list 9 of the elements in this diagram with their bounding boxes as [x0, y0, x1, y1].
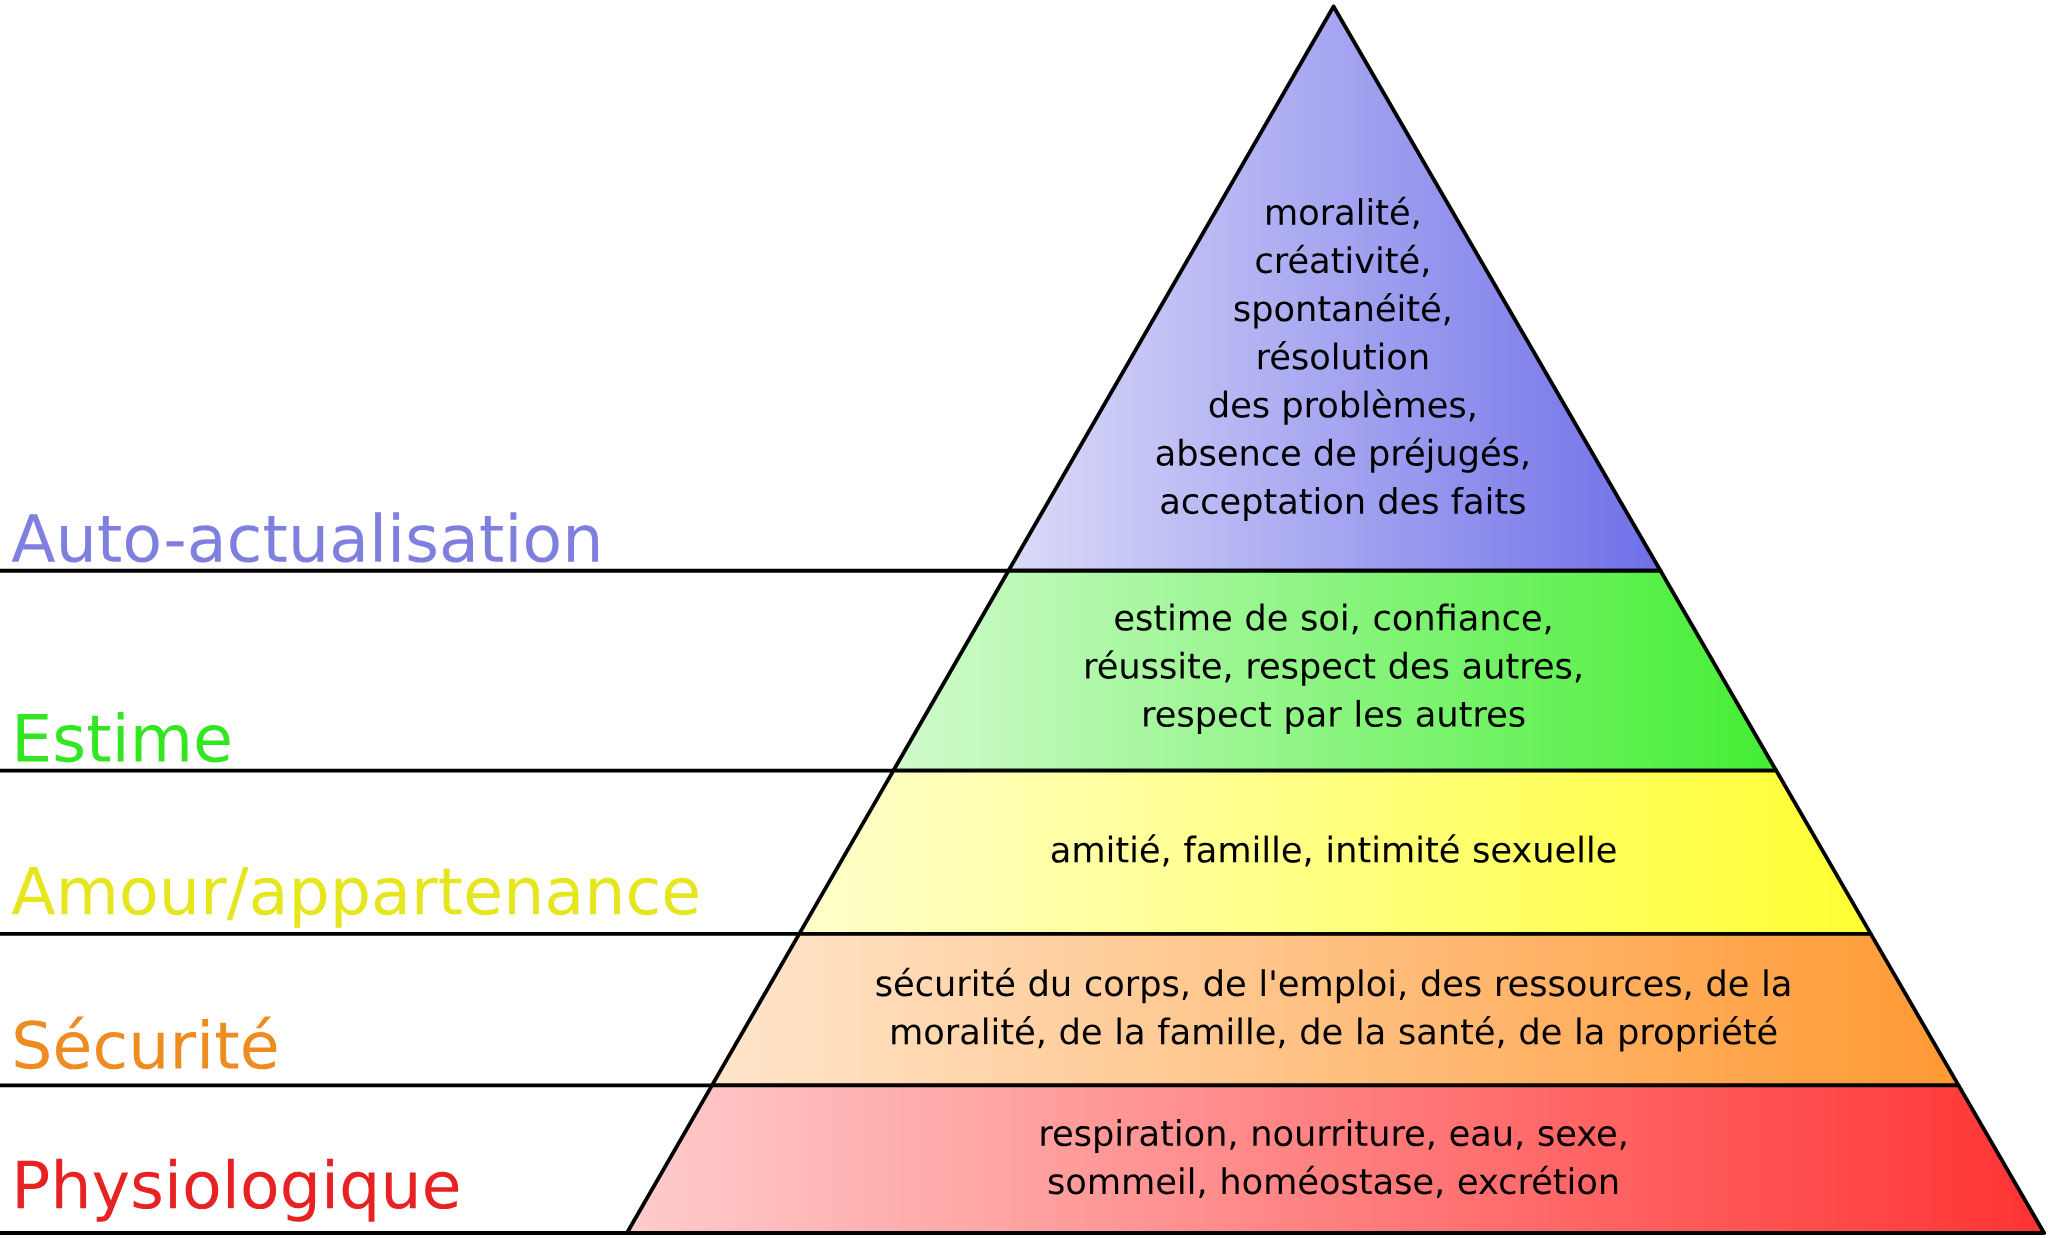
- level-label: Sécurité: [15, 1016, 277, 1070]
- pyramid-layer: amitié, famille, intimité sexuelle: [797, 768, 1873, 936]
- pyramid-layer: sécurité du corps, de l'emploi, des ressources, de la moralité, de la famille, de la santé, de la propriété: [710, 931, 1961, 1088]
- level-label: Amour/appartenance: [11, 866, 698, 928]
- level-label: Physiologique: [17, 1158, 459, 1222]
- pyramid-layer: estime de soi, confiance, réussite, respect des autres, respect par les autres: [891, 568, 1779, 773]
- level-label: Estime: [17, 711, 230, 763]
- level-label: Auto-actualisation: [11, 512, 598, 563]
- pyramid-layer: respiration, nourriture, eau, sexe, sommeil, homéostase, excrétion: [625, 1083, 2047, 1235]
